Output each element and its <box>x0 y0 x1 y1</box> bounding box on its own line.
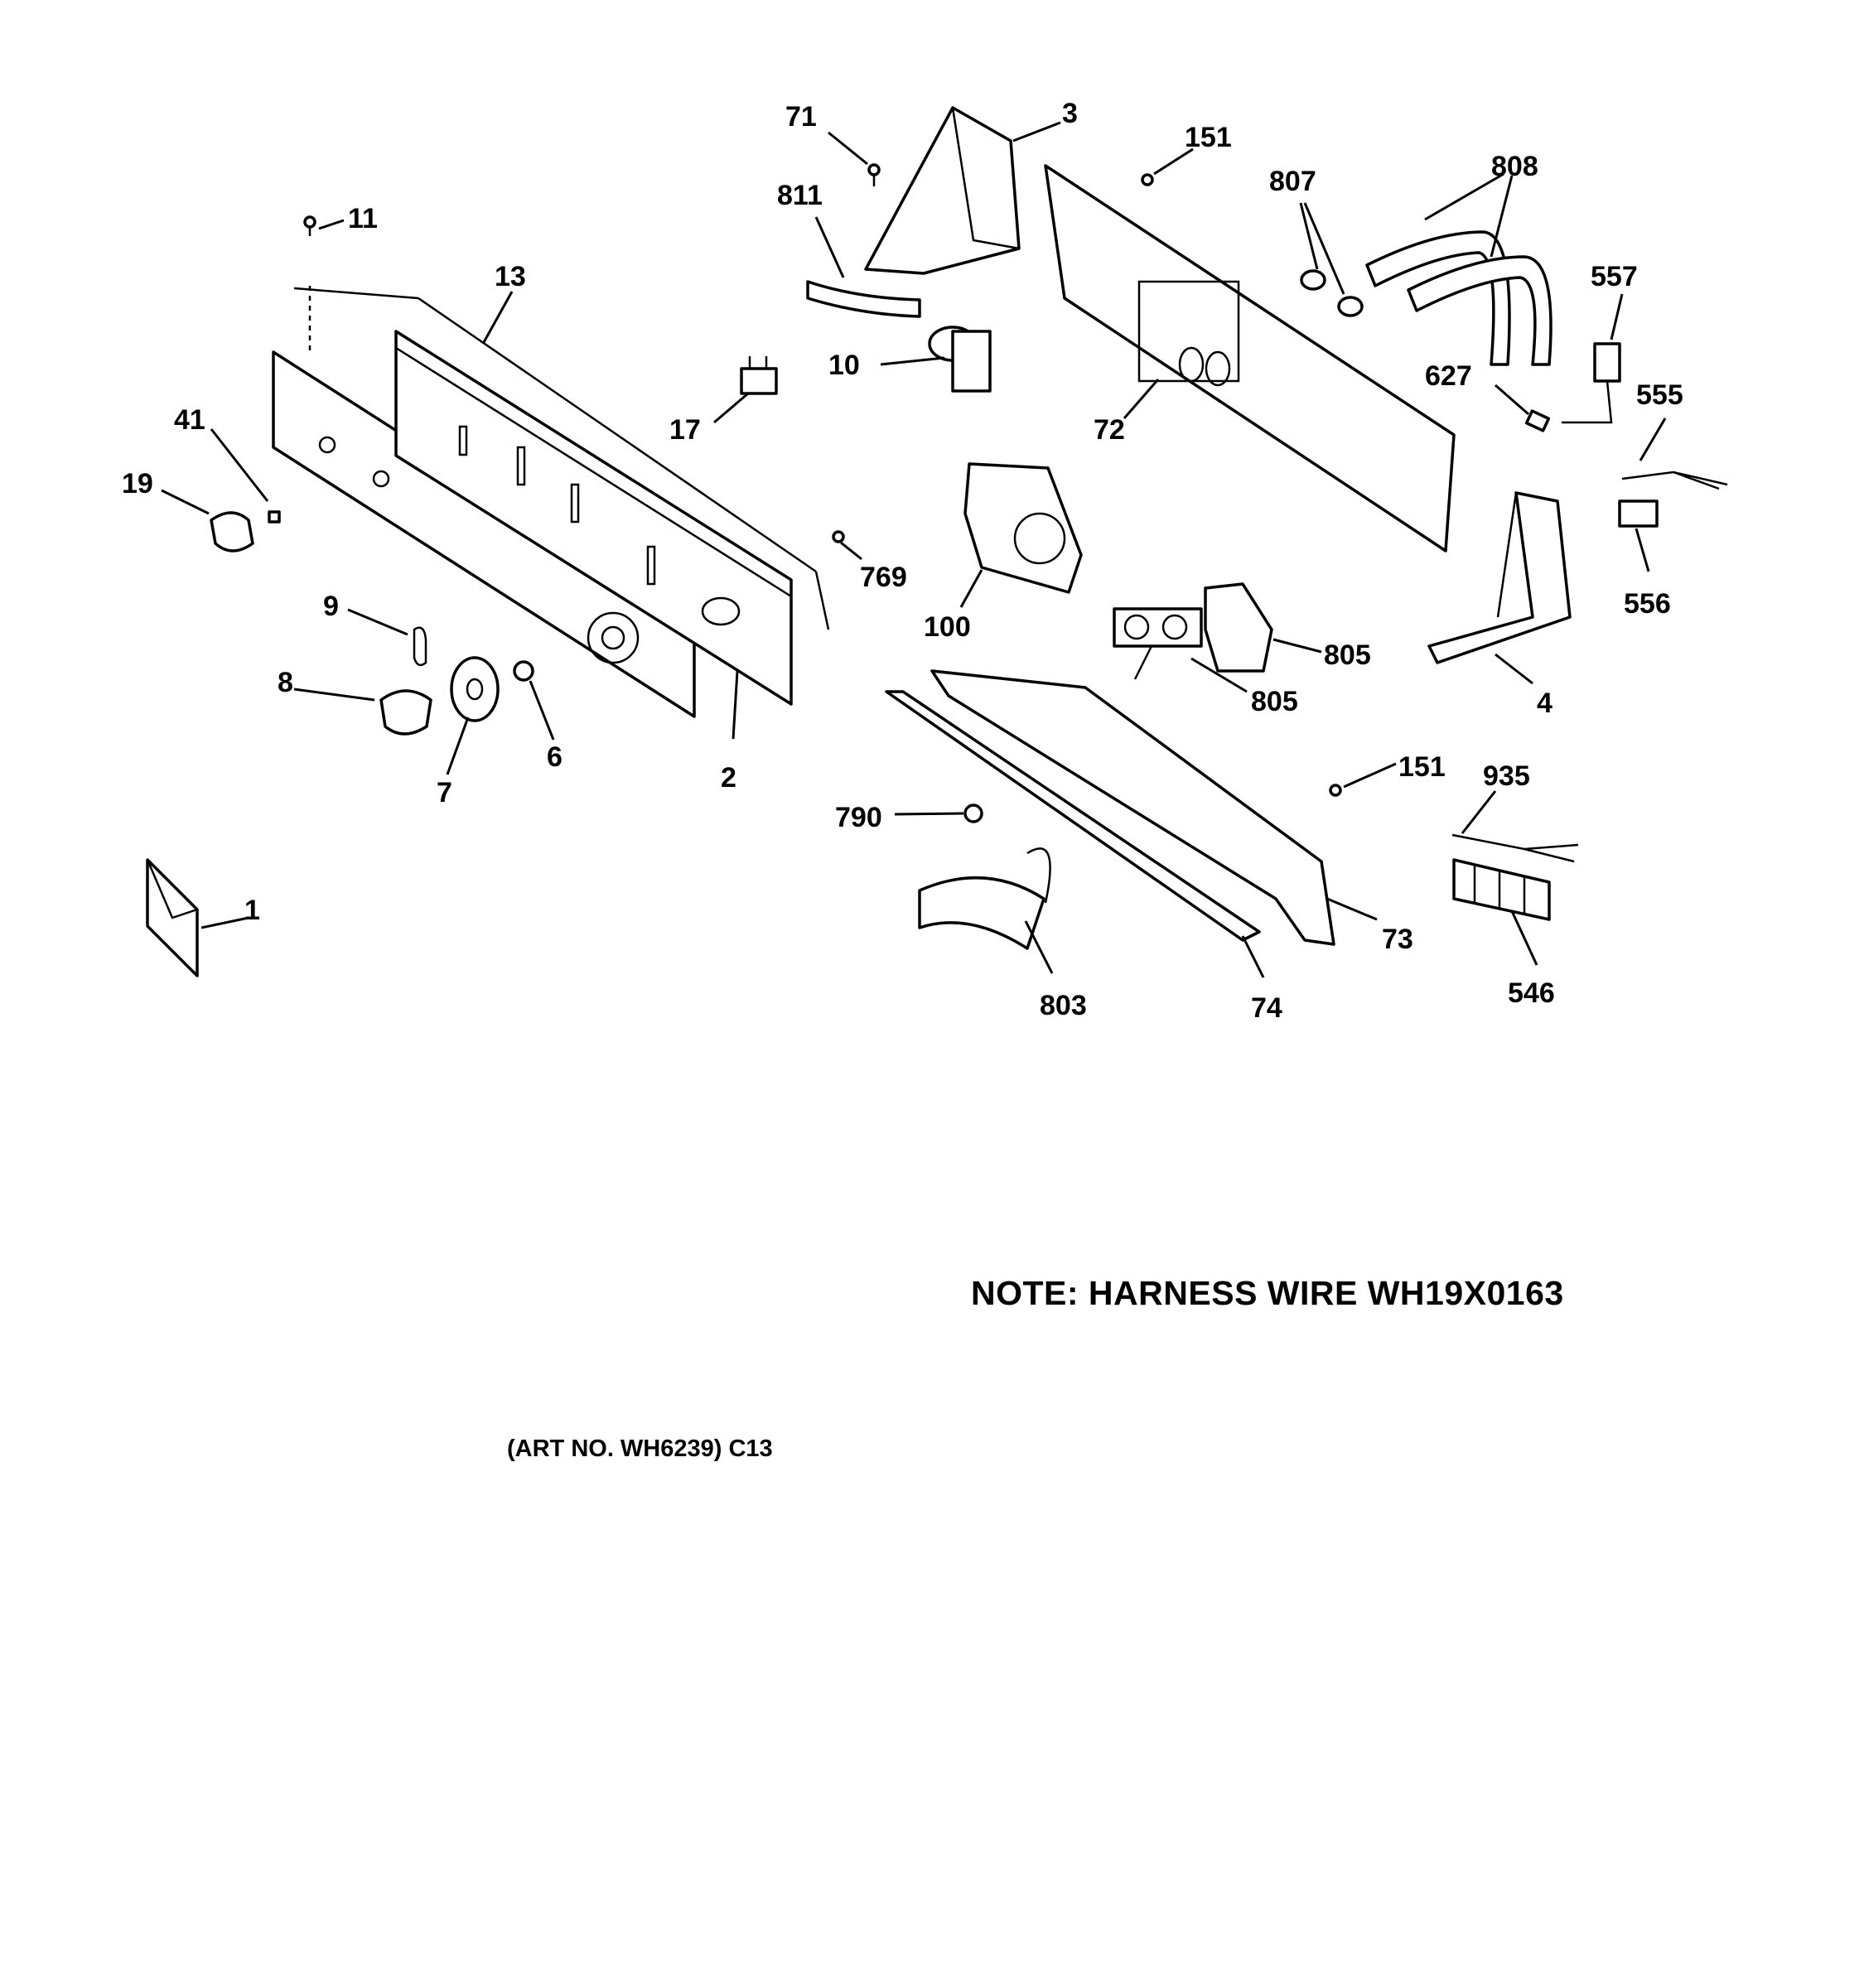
part-556-connector <box>1618 499 1659 528</box>
part-4-end-cap <box>1427 491 1572 664</box>
part-74-trim-strip <box>885 690 1261 942</box>
part-19-knob <box>210 511 254 552</box>
callout-805-cover: 805 <box>1324 639 1371 671</box>
callout-769: 769 <box>860 562 907 593</box>
callout-71: 71 <box>785 101 817 133</box>
part-546-harness-connector <box>1452 858 1551 921</box>
callout-11: 11 <box>348 203 378 234</box>
callout-1: 1 <box>244 895 260 926</box>
callout-807: 807 <box>1269 166 1316 197</box>
part-73-rear-cover <box>930 669 1335 946</box>
part-808-hoses <box>1365 230 1553 366</box>
part-555-wire <box>1621 470 1728 490</box>
part-807-washers <box>1300 269 1364 317</box>
part-151-screw-lower <box>1329 784 1342 797</box>
callout-6: 6 <box>547 741 563 773</box>
art-number: (ART NO. WH6239) C13 <box>507 1436 773 1462</box>
part-805-valve-cover <box>1204 582 1273 673</box>
callout-labels: 71 3 151 811 807 808 11 13 557 10 627 17… <box>122 98 1683 1024</box>
callout-808: 808 <box>1491 151 1538 182</box>
part-805-water-valve <box>1113 607 1203 680</box>
part-1-envelope <box>146 858 199 977</box>
callout-151-lower: 151 <box>1398 751 1446 783</box>
part-811-hose <box>806 280 921 318</box>
callout-13: 13 <box>495 261 526 292</box>
leader-lines <box>161 121 1667 978</box>
part-9-clip <box>413 626 427 667</box>
callout-10: 10 <box>828 350 860 381</box>
part-935-wire <box>1451 833 1579 863</box>
callout-9: 9 <box>323 591 339 622</box>
callout-2: 2 <box>721 762 736 794</box>
callout-100: 100 <box>924 611 971 643</box>
part-13-console-frame <box>293 287 830 706</box>
callout-8: 8 <box>278 667 293 698</box>
part-803-shield <box>918 847 1051 950</box>
callout-3: 3 <box>1062 98 1078 129</box>
part-557-cord-bracket <box>1562 342 1621 424</box>
callout-546: 546 <box>1508 977 1555 1009</box>
callout-556: 556 <box>1624 588 1671 620</box>
part-3-bracket <box>864 106 1021 275</box>
callout-790: 790 <box>835 802 882 833</box>
part-7-dial <box>450 656 500 722</box>
part-6-nut <box>513 660 534 682</box>
callout-811: 811 <box>777 180 823 211</box>
part-8-knob <box>379 689 432 736</box>
callout-151: 151 <box>1185 122 1232 153</box>
part-627-clip <box>1524 409 1551 432</box>
part-790-clamp <box>963 803 983 823</box>
callout-555: 555 <box>1636 379 1683 411</box>
part-769-screw <box>832 530 845 543</box>
part-151-screw-top <box>1141 173 1154 186</box>
part-100-timer <box>963 462 1083 594</box>
part-71-screw <box>867 163 881 186</box>
callout-74: 74 <box>1251 992 1282 1024</box>
callout-7: 7 <box>437 777 452 808</box>
part-41-clip <box>268 510 281 524</box>
part-72-backsplash <box>1044 164 1456 552</box>
callout-557: 557 <box>1591 261 1638 292</box>
callout-72: 72 <box>1094 414 1125 446</box>
callout-4: 4 <box>1537 688 1553 719</box>
callout-41: 41 <box>174 404 205 436</box>
callout-803: 803 <box>1040 990 1087 1021</box>
callout-19: 19 <box>122 468 153 499</box>
harness-note: NOTE: HARNESS WIRE WH19X0163 <box>971 1274 1564 1312</box>
callout-805-valve: 805 <box>1251 686 1298 717</box>
part-11-screw <box>303 215 316 352</box>
callout-17: 17 <box>669 414 701 446</box>
part-17-switch <box>740 356 778 395</box>
callout-73: 73 <box>1382 924 1413 955</box>
callout-935: 935 <box>1483 760 1530 792</box>
callout-627: 627 <box>1425 360 1472 392</box>
part-10-pressure-switch <box>928 326 992 393</box>
